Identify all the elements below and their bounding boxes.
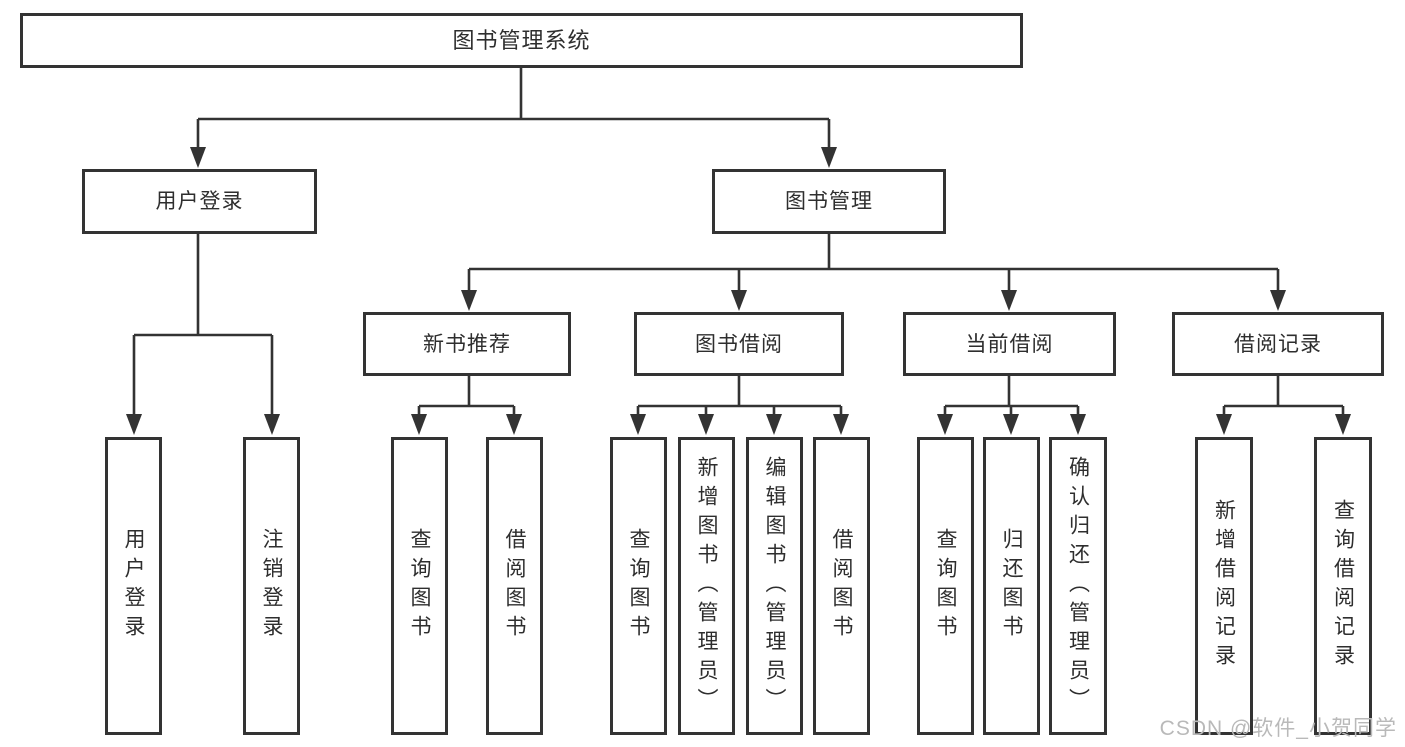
arrowhead (937, 414, 953, 435)
arrowhead (506, 414, 522, 435)
leaf-borrow-query-books-label: 查询图书 (627, 528, 650, 644)
node-root-label: 图书管理系统 (452, 27, 591, 53)
leaf-current-return-books: 归还图书 (983, 437, 1040, 735)
leaf-rec-borrow-books: 借阅图书 (486, 437, 543, 735)
arrowhead (1335, 414, 1351, 435)
connector-user-login-split (126, 233, 280, 435)
arrowhead (833, 414, 849, 435)
leaf-current-return-books-label: 归还图书 (1000, 528, 1023, 644)
leaf-borrow-edit-books-admin: 编辑图书（管理员） (746, 437, 803, 735)
arrowhead (766, 414, 782, 435)
node-book-mgmt-label: 图书管理 (785, 190, 873, 213)
node-book-mgmt: 图书管理 (712, 169, 946, 234)
leaf-rec-borrow-books-label: 借阅图书 (503, 528, 526, 644)
node-book-borrow-label: 图书借阅 (695, 332, 783, 356)
leaf-borrow-borrow-books: 借阅图书 (813, 437, 870, 735)
leaf-user-login-label: 用户登录 (122, 528, 145, 644)
leaf-logout: 注销登录 (243, 437, 300, 735)
leaf-rec-query-books-label: 查询图书 (408, 528, 431, 644)
leaf-rec-query-books: 查询图书 (391, 437, 448, 735)
connector-book-borrow-split (630, 375, 849, 435)
arrowhead (821, 147, 837, 168)
node-root: 图书管理系统 (20, 13, 1023, 68)
node-user-login: 用户登录 (82, 169, 317, 234)
leaf-borrow-add-books-admin-label: 新增图书（管理员） (695, 455, 718, 717)
arrowhead (1216, 414, 1232, 435)
leaf-current-query-books-label: 查询图书 (934, 528, 957, 644)
arrowhead (1003, 414, 1019, 435)
leaf-current-confirm-return-admin-label: 确认归还（管理员） (1066, 455, 1090, 717)
leaf-borrow-edit-books-admin-label: 编辑图书（管理员） (763, 455, 786, 717)
arrowhead (264, 414, 280, 435)
leaf-borrow-add-books-admin: 新增图书（管理员） (678, 437, 735, 735)
arrowhead (461, 290, 477, 311)
csdn-watermark: CSDN @软件_小贺同学 (1159, 717, 1397, 740)
arrowhead (411, 414, 427, 435)
node-current-borrow-label: 当前借阅 (965, 332, 1054, 356)
arrowhead (630, 414, 646, 435)
leaf-records-add-record: 新增借阅记录 (1195, 437, 1253, 735)
node-book-borrow: 图书借阅 (634, 312, 844, 376)
leaf-current-query-books: 查询图书 (917, 437, 974, 735)
node-borrow-records-label: 借阅记录 (1234, 332, 1322, 356)
leaf-user-login: 用户登录 (105, 437, 162, 735)
arrowhead (731, 290, 747, 311)
node-new-book-rec: 新书推荐 (363, 312, 571, 376)
arrowhead (1001, 290, 1017, 311)
node-user-login-label: 用户登录 (155, 190, 244, 213)
leaf-logout-label: 注销登录 (260, 528, 283, 644)
arrowhead (190, 147, 206, 168)
connector-root-split (190, 67, 837, 168)
arrowhead (1270, 290, 1286, 311)
leaf-records-query-record: 查询借阅记录 (1314, 437, 1372, 735)
connector-book-mgmt-split (461, 234, 1286, 311)
arrowhead (126, 414, 142, 435)
leaf-borrow-query-books: 查询图书 (610, 437, 667, 735)
leaf-current-confirm-return-admin: 确认归还（管理员） (1049, 437, 1107, 735)
arrowhead (698, 414, 714, 435)
arrowhead (1070, 414, 1086, 435)
leaf-borrow-borrow-books-label: 借阅图书 (830, 528, 853, 644)
connector-borrow-records-split (1216, 375, 1351, 435)
connector-current-borrow-split (937, 375, 1086, 435)
node-current-borrow: 当前借阅 (903, 312, 1116, 376)
leaf-records-add-record-label: 新增借阅记录 (1212, 499, 1236, 673)
leaf-records-query-record-label: 查询借阅记录 (1331, 499, 1355, 673)
node-borrow-records: 借阅记录 (1172, 312, 1384, 376)
connector-new-rec-split (411, 375, 522, 435)
node-new-book-rec-label: 新书推荐 (423, 332, 511, 356)
